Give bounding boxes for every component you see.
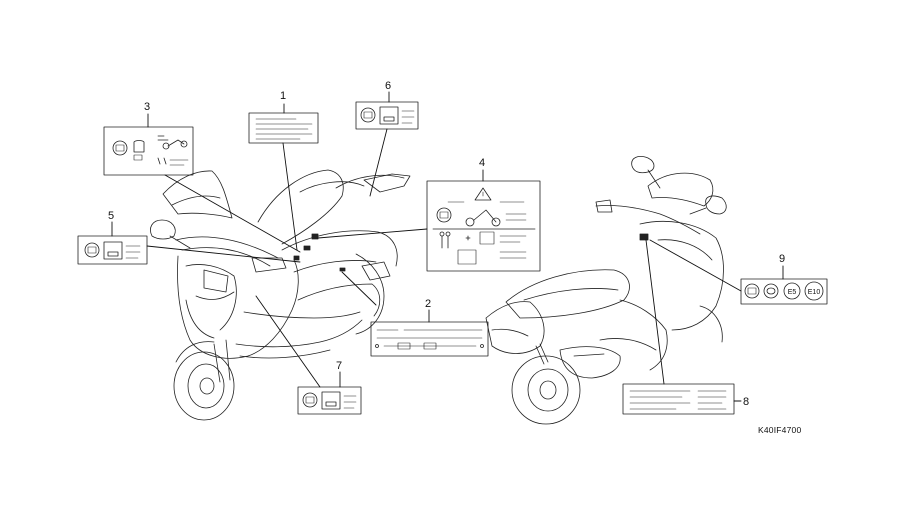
leader-lines xyxy=(111,91,784,402)
label-2 xyxy=(370,321,489,357)
callout-8: 8 xyxy=(743,396,749,408)
callout-2: 2 xyxy=(425,298,431,310)
label-6 xyxy=(355,101,419,130)
callout-6: 6 xyxy=(385,80,391,92)
callout-3: 3 xyxy=(144,101,150,113)
label-5 xyxy=(77,235,148,265)
callout-7: 7 xyxy=(336,360,342,372)
label-1 xyxy=(248,112,319,144)
label-9 xyxy=(740,278,828,305)
label-8 xyxy=(622,383,735,415)
callout-9: 9 xyxy=(779,253,785,265)
scooter-rear-view xyxy=(485,156,727,425)
callout-5: 5 xyxy=(108,210,114,222)
label-7 xyxy=(297,386,362,415)
callout-4: 4 xyxy=(479,157,485,169)
scooter-front-view xyxy=(150,169,411,421)
label-9-mark-e10: E10 xyxy=(808,289,821,296)
part-code: K40IF4700 xyxy=(758,425,802,435)
label-3 xyxy=(103,126,194,176)
label-4 xyxy=(426,180,541,272)
callout-1: 1 xyxy=(280,90,286,102)
label-9-mark-e5: E5 xyxy=(788,289,797,296)
